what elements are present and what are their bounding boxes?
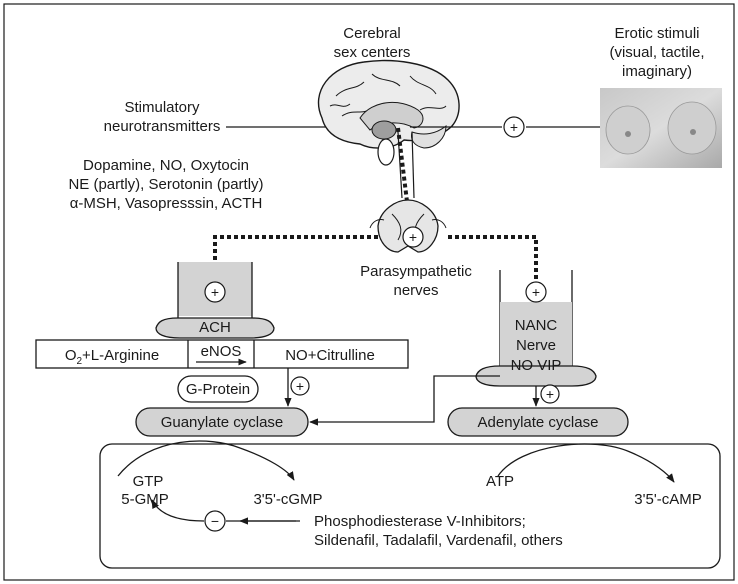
- transmitters-line-1: Dopamine, NO, Oxytocin: [83, 157, 249, 174]
- pde-label-2: Sildenafil, Tadalafil, Vardenafil, other…: [314, 532, 563, 549]
- erotic-stimuli-image: [600, 88, 722, 168]
- adenylate-cyclase-box: [447, 407, 629, 437]
- erotic-label-2: (visual, tactile,: [609, 44, 704, 61]
- nanc-to-guanylate-arrow: [309, 375, 500, 426]
- nanc-label-1: NANC: [515, 317, 558, 334]
- atp-label: ATP: [486, 473, 514, 490]
- gtp-to-cgmp-arrow: [117, 440, 295, 481]
- g-protein-box: [177, 375, 259, 403]
- nanc-plus-sign: +: [525, 281, 547, 303]
- parasympathetic-label-2: nerves: [393, 282, 438, 299]
- adenylate-cyclase-label: Adenylate cyclase: [478, 414, 599, 431]
- reaction-product: NO+Citrulline: [285, 347, 375, 364]
- ach-nerve-terminal: [155, 262, 275, 339]
- nanc-nerve-terminal: [475, 270, 597, 387]
- transmitters-line-3: α-MSH, Vasopresssin, ACTH: [70, 195, 263, 212]
- pathway-box: [99, 443, 721, 569]
- stimulatory-label-1: Stimulatory: [124, 99, 200, 116]
- enos-label: eNOS: [201, 343, 242, 360]
- cgmp-to-gmp-arrow: [151, 499, 205, 522]
- dotted-to-nanc: [448, 235, 538, 282]
- stimuli-plus-sign: +: [503, 116, 525, 138]
- guanylate-cyclase-label: Guanylate cyclase: [161, 414, 284, 431]
- pde-minus-sign: −: [204, 510, 226, 532]
- enos-reaction-box: [35, 339, 409, 369]
- ach-plus-sign: +: [204, 281, 226, 303]
- guanylate-cyclase-box: [135, 407, 309, 437]
- dotted-to-ach: [213, 235, 378, 270]
- parasympathetic-label-1: Parasympathetic: [360, 263, 472, 280]
- brain-icon: [317, 59, 460, 199]
- transmitters-line-2: NE (partly), Serotonin (partly): [68, 176, 263, 193]
- camp-label: 3'5'-cAMP: [634, 491, 701, 508]
- svg-text:+: +: [532, 284, 540, 300]
- svg-text:+: +: [211, 284, 219, 300]
- erotic-label-3: imaginary): [622, 63, 692, 80]
- svg-text:+: +: [546, 386, 554, 402]
- reaction-substrate: O2+L-Arginine: [65, 347, 159, 367]
- svg-text:−: −: [211, 513, 219, 529]
- no-plus-sign: +: [290, 376, 310, 396]
- svg-text:+: +: [296, 378, 304, 394]
- pde-label-1: Phosphodiesterase V-Inhibitors;: [314, 513, 526, 530]
- nanc-label-2: Nerve: [516, 337, 556, 354]
- spinal-tract-dotted: [396, 127, 412, 227]
- cerebral-label-1: Cerebral: [343, 25, 401, 42]
- stimulatory-label-2: neurotransmitters: [104, 118, 221, 135]
- cgmp-label: 3'5'-cGMP: [253, 491, 322, 508]
- atp-to-camp-arrow: [497, 443, 675, 483]
- nanc-adenylate-plus-sign: +: [540, 384, 560, 404]
- erotic-label-1: Erotic stimuli: [614, 25, 699, 42]
- gmp5-label: 5-GMP: [121, 491, 169, 508]
- ach-label: ACH: [199, 319, 231, 336]
- svg-text:+: +: [409, 229, 417, 245]
- gtp-label: GTP: [133, 473, 164, 490]
- cerebral-label-2: sex centers: [334, 44, 411, 61]
- svg-text:+: +: [510, 119, 518, 135]
- g-protein-label: G-Protein: [186, 381, 250, 398]
- nanc-label-3: NO VIP: [511, 357, 562, 374]
- spinal-plus-sign: +: [402, 226, 424, 248]
